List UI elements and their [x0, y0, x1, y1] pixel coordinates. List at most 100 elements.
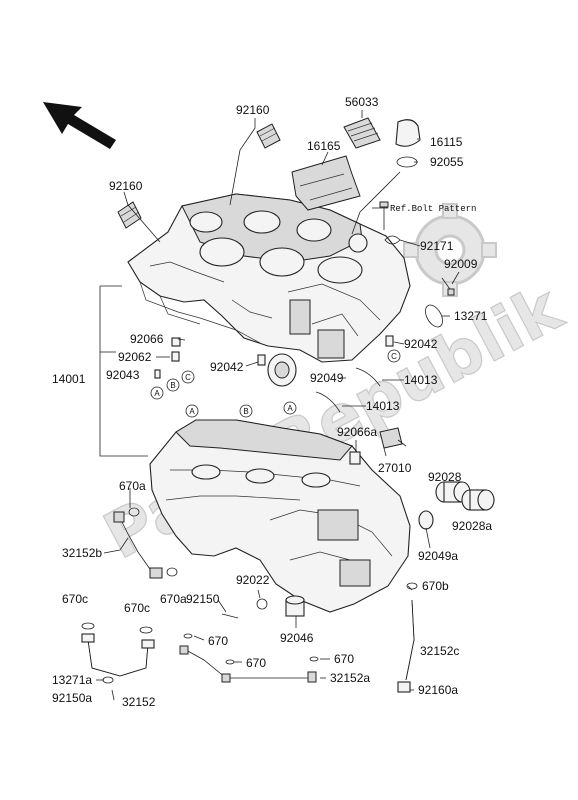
pin-92062	[171, 351, 180, 362]
svg-text:A: A	[189, 407, 195, 416]
label-92043: 92043	[106, 368, 140, 382]
bolt-pattern-bolt	[379, 201, 389, 230]
circled-letter-c-right: C	[387, 349, 401, 363]
watermark-gear-icon	[403, 203, 497, 297]
lower-crankcase	[149, 419, 411, 613]
label-32152b: 32152b	[62, 546, 102, 560]
half-ring-14013-lower	[315, 391, 341, 413]
label-92150: 92150	[186, 592, 220, 606]
label-92171: 92171	[420, 239, 454, 253]
dowel-92066a	[349, 451, 361, 465]
dowel-92042-right	[385, 335, 394, 347]
oil-pipe-32152c	[405, 599, 415, 681]
label-92160a: 92160a	[418, 683, 458, 697]
label-670a-lower: 670a	[160, 592, 187, 606]
label-92042-left: 92042	[210, 360, 244, 374]
label-92046: 92046	[280, 631, 314, 645]
label-56033: 56033	[345, 95, 379, 109]
label-32152: 32152	[122, 695, 156, 709]
label-670-a: 670	[208, 634, 228, 648]
switch-27010	[379, 427, 403, 457]
label-92160-top: 92160	[236, 103, 270, 117]
label-92028: 92028	[428, 470, 462, 484]
circled-letter-b-lower: B	[239, 404, 253, 418]
label-670-c: 670	[334, 652, 354, 666]
label-plate-56033	[343, 117, 381, 149]
label-27010: 27010	[378, 461, 412, 475]
circled-letter-a-lower-left: A	[185, 404, 199, 418]
label-92028a: 92028a	[452, 519, 492, 533]
label-16115: 16115	[430, 135, 463, 149]
svg-text:B: B	[170, 381, 175, 390]
label-670b: 670b	[422, 579, 449, 593]
o-ring-670a-upper	[128, 507, 140, 517]
label-32152c: 32152c	[420, 644, 459, 658]
cover-16165	[291, 155, 361, 211]
svg-text:A: A	[154, 389, 160, 398]
dowel-92066	[171, 337, 181, 347]
label-16165: 16165	[307, 139, 341, 153]
oil-pipe-32152	[81, 633, 155, 677]
circled-letter-a-lower-right: A	[283, 401, 297, 415]
label-14013-right: 14013	[404, 373, 438, 387]
bolt-92009	[441, 277, 455, 296]
label-670a-upper: 670a	[119, 479, 146, 493]
washer-92022	[256, 598, 268, 610]
o-ring-670b	[406, 582, 418, 590]
label-670c-left: 670c	[62, 592, 88, 606]
label-670-b: 670	[246, 656, 266, 670]
upper-crankcase	[127, 193, 411, 363]
o-ring-670c-right	[139, 626, 153, 634]
svg-text:C: C	[185, 373, 191, 382]
gasket-13271	[425, 304, 443, 328]
o-ring-670a-lower	[166, 567, 178, 577]
bolt-92150a	[111, 689, 115, 701]
oil-pipe-32152b	[113, 511, 163, 579]
o-ring-670-c	[309, 656, 319, 662]
gasket-13271a	[102, 676, 114, 684]
label-92066a: 92066a	[337, 425, 377, 439]
leader-lines	[96, 110, 460, 691]
label-92042-right: 92042	[404, 337, 438, 351]
label-92022: 92022	[236, 573, 270, 587]
circled-letter-c-left: C	[181, 370, 195, 384]
plug-92160a	[397, 681, 411, 693]
half-ring-14013-upper	[355, 367, 381, 387]
part-labels: 92160 56033 16165 16115 92055 92160 Ref.…	[52, 95, 492, 709]
label-670c-right: 670c	[124, 601, 150, 615]
pin-92043	[154, 369, 161, 379]
ref-bolt-pattern-note: Ref.Bolt Pattern	[390, 204, 476, 214]
o-ring-670c-left	[81, 622, 95, 630]
sleeve-92046	[285, 595, 305, 617]
o-ring-670-b	[225, 659, 235, 665]
svg-text:B: B	[243, 407, 248, 416]
o-ring-670-a	[183, 633, 193, 639]
elbow-16115	[395, 119, 421, 147]
label-13271a: 13271a	[52, 673, 92, 687]
oil-seal-92049a	[418, 510, 434, 530]
label-92160-left: 92160	[109, 179, 143, 193]
oil-filler-cap-92160	[256, 123, 281, 149]
oil-seal-92049	[267, 353, 297, 387]
breather-plug-92160	[117, 201, 142, 229]
label-92049: 92049	[310, 371, 344, 385]
label-14001: 14001	[52, 372, 86, 386]
label-92150a: 92150a	[52, 691, 92, 705]
label-32152a: 32152a	[330, 671, 370, 685]
svg-text:C: C	[391, 352, 397, 361]
label-13271: 13271	[454, 309, 488, 323]
svg-text:A: A	[287, 404, 293, 413]
front-direction-arrow-icon	[43, 102, 116, 149]
oil-pipe-32152a	[179, 645, 317, 683]
label-92009: 92009	[444, 257, 478, 271]
label-92049a: 92049a	[418, 549, 458, 563]
label-92055: 92055	[430, 155, 464, 169]
label-92062: 92062	[118, 350, 152, 364]
sleeve-92028a	[461, 489, 495, 511]
circled-letter-b-left: B	[166, 378, 180, 392]
label-92066: 92066	[130, 332, 164, 346]
bolt-92150	[221, 613, 239, 619]
label-14013-lower: 14013	[366, 399, 400, 413]
circled-letter-a-left: A	[150, 386, 164, 400]
